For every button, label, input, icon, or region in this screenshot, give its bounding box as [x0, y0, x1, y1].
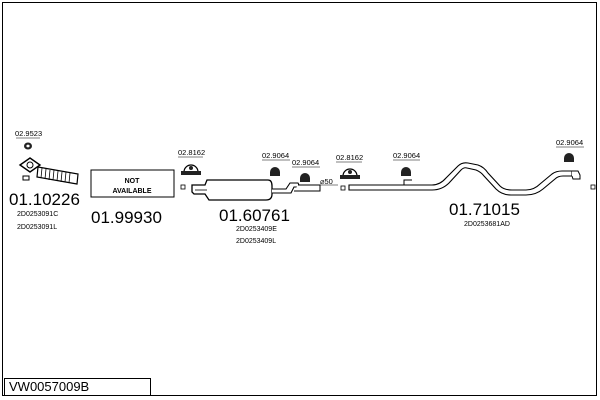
catalyst-part-not-available[interactable]: NOT AVAILABLE 01.99930 [90, 169, 175, 227]
end-marker-icon [590, 184, 596, 190]
rubber-hanger-icon [270, 167, 280, 176]
tail-pipe-icon [348, 162, 581, 196]
rubber-hanger-icon [564, 153, 574, 162]
clamp-02-8162-rear[interactable]: 02.8162 [336, 153, 363, 179]
silencer-box-icon [191, 179, 321, 201]
hanger-2[interactable]: 02.9064 [292, 158, 320, 182]
hanger-label-2: 02.9064 [292, 158, 319, 167]
hanger-1[interactable]: 02.9064 [262, 151, 290, 176]
diameter-label: ⌀50 [320, 177, 333, 186]
flange-clamp-icon [18, 142, 42, 173]
part-number-01-60761: 01.60761 [219, 206, 290, 225]
rear-pipe-part[interactable]: 01.71015 2D0253681AD [348, 162, 581, 228]
clamp-label-02-8162-rear: 02.8162 [336, 153, 363, 162]
hanger-label-3: 02.9064 [393, 151, 420, 160]
diagram-code-label: VW0057009B [4, 378, 151, 396]
clamp-label-02-8162: 02.8162 [178, 148, 205, 157]
hanger-3[interactable]: 02.9064 [393, 151, 420, 185]
flexible-pipe-icon [22, 166, 79, 185]
ref-2d0253681ad: 2D0253681AD [464, 221, 510, 228]
front-pipe-part[interactable]: 02.9523 01.10226 2D0253091C 2D0253091L [9, 129, 80, 231]
ref-2d0253409e: 2D0253409E [236, 226, 277, 233]
clamp-label-02-9523: 02.9523 [15, 129, 42, 138]
diagram-frame [2, 2, 597, 396]
rubber-hanger-icon [401, 167, 411, 176]
gasket-icon [180, 184, 186, 190]
ref-2d0253091l: 2D0253091L [17, 224, 57, 231]
hanger-4[interactable]: 02.9064 [556, 138, 584, 162]
not-available-line1: NOT [125, 178, 141, 185]
ref-2d0253091c: 2D0253091C [17, 211, 58, 218]
part-number-01-71015: 01.71015 [449, 200, 520, 219]
middle-silencer-part[interactable]: 02.8162 01.60761 2D0253409E 2D0253409L [178, 148, 321, 245]
pipe-clamp-icon [181, 164, 201, 175]
ref-2d0253409l: 2D0253409L [236, 238, 276, 245]
hanger-label-4: 02.9064 [556, 138, 583, 147]
pipe-diameter-marker: ⌀50 [318, 177, 338, 186]
gasket-icon [340, 185, 346, 191]
part-number-01-10226: 01.10226 [9, 190, 80, 209]
not-available-line2: AVAILABLE [112, 188, 151, 195]
hanger-label-1: 02.9064 [262, 151, 289, 160]
rubber-hanger-icon [300, 173, 310, 182]
part-number-01-99930: 01.99930 [91, 208, 162, 227]
